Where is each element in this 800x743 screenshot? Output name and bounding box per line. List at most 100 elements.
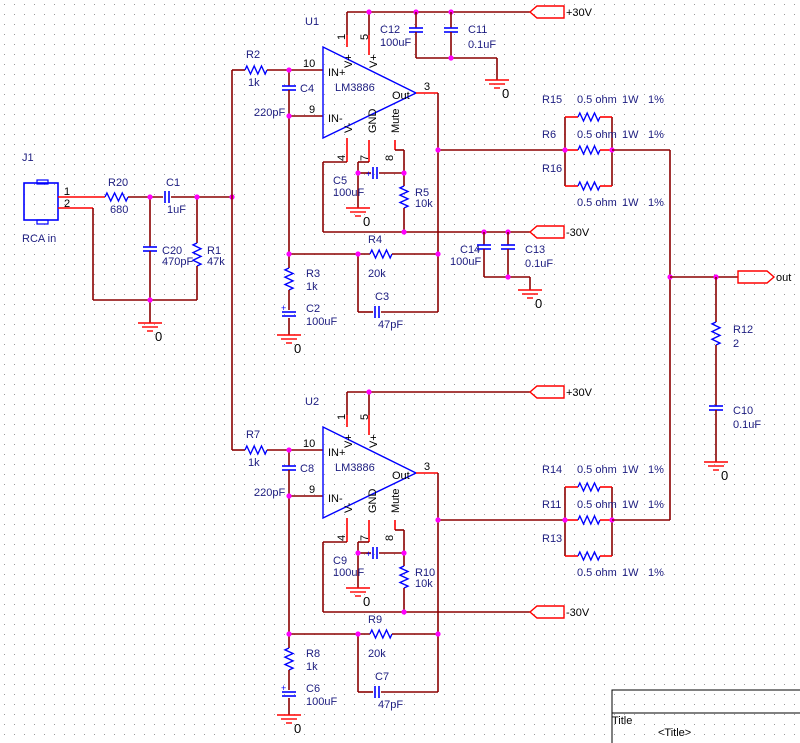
resistor-value: 1k — [306, 661, 318, 673]
pin-label: Mute — [390, 109, 402, 133]
opamp-ref: U1 — [305, 16, 319, 28]
resistor-icon — [283, 267, 295, 291]
junction-dot — [286, 631, 292, 637]
resistor-power: 1W — [622, 499, 639, 511]
pin-number: 2 — [64, 198, 70, 210]
junction-dot — [286, 67, 292, 73]
resistor-ref: R8 — [306, 648, 320, 660]
title-block: Title <Title> — [611, 689, 800, 743]
pin-label: V- — [343, 502, 355, 513]
pin-label: V+ — [343, 54, 355, 68]
junction-dot — [562, 147, 568, 153]
junction-dot — [401, 550, 407, 556]
resistor-tolerance: 1% — [648, 94, 664, 106]
junction-dot — [355, 170, 361, 176]
resistor-ref: R6 — [542, 129, 556, 141]
resistor-value: 0.5 ohm — [577, 499, 617, 511]
junction-dot — [286, 493, 292, 499]
pin-label: IN- — [328, 113, 343, 125]
pin-number: 9 — [309, 104, 315, 116]
pin-number: 3 — [424, 81, 430, 93]
junction-dot — [286, 113, 292, 119]
title-value: <Title> — [658, 727, 691, 739]
title-label: Title — [612, 715, 632, 727]
pin-label: GND — [367, 489, 379, 514]
pin-number: 1 — [64, 186, 70, 198]
resistor-power: 1W — [622, 94, 639, 106]
connector-ref: J1 — [22, 152, 34, 164]
pin-label: V+ — [368, 434, 380, 448]
opamp-part: LM3886 — [335, 82, 375, 94]
resistor-icon — [577, 481, 601, 493]
connector-value: RCA in — [22, 233, 56, 245]
resistor-ref: R13 — [542, 533, 562, 545]
opamp-icon — [322, 45, 418, 140]
resistor-ref: R7 — [246, 429, 260, 441]
junction-dot — [401, 609, 407, 615]
capacitor-value: 100uF — [333, 567, 364, 579]
opamp-ref: U2 — [305, 396, 319, 408]
resistor-icon — [244, 444, 268, 456]
ground-net-label: 0 — [502, 86, 509, 101]
capacitor-ref: C2 — [306, 303, 320, 315]
junction-dot — [435, 631, 441, 637]
resistor-ref: R14 — [542, 464, 562, 476]
resistor-icon — [577, 550, 601, 562]
net-label: +30V — [566, 7, 593, 19]
resistor-value: 0.5 ohm — [577, 129, 617, 141]
resistor-tolerance: 1% — [648, 567, 664, 579]
ground-net-label: 0 — [363, 214, 370, 229]
net-label: +30V — [566, 387, 593, 399]
resistor-icon — [577, 144, 601, 156]
ground-net-label: 0 — [535, 296, 542, 311]
opamp-part: LM3886 — [335, 462, 375, 474]
net-label: out — [776, 272, 791, 284]
offpage-connector-icon — [737, 270, 776, 284]
resistor-ref: R4 — [368, 234, 382, 246]
capacitor-value: 220pF — [254, 107, 285, 119]
resistor-value: 20k — [368, 268, 386, 280]
offpage-connector-icon — [528, 225, 565, 239]
capacitor-ref: C5 — [333, 175, 347, 187]
resistor-icon — [104, 191, 129, 203]
offpage-connector-icon — [528, 385, 565, 399]
ground-net-label: 0 — [294, 341, 301, 356]
capacitor-value: 100uF — [333, 187, 364, 199]
resistor-tolerance: 1% — [648, 464, 664, 476]
pin-label: Out — [392, 470, 410, 482]
resistor-value: 1k — [248, 457, 260, 469]
resistor-icon — [398, 565, 410, 589]
resistor-power: 1W — [622, 197, 639, 209]
capacitor-value: 47pF — [378, 319, 403, 331]
pin-number: 3 — [424, 461, 430, 473]
resistor-value: 0.5 ohm — [577, 464, 617, 476]
polarity-mark: + — [366, 549, 371, 559]
capacitor-value: 470pF — [162, 256, 193, 268]
junction-dot — [435, 517, 441, 523]
pin-number: 9 — [309, 484, 315, 496]
junction-dot — [286, 447, 292, 453]
pin-label: Mute — [390, 489, 402, 513]
resistor-value: 2 — [733, 338, 739, 350]
resistor-ref: R12 — [733, 324, 753, 336]
resistor-icon — [369, 628, 393, 640]
capacitor-ref: C13 — [525, 244, 545, 256]
offpage-connector-icon — [528, 605, 565, 619]
junction-dot — [147, 297, 153, 303]
resistor-ref: R15 — [542, 94, 562, 106]
junction-dot — [366, 389, 372, 395]
pin-number: 8 — [384, 535, 396, 541]
resistor-icon — [369, 248, 393, 260]
resistor-value: 0.5 ohm — [577, 94, 617, 106]
resistor-value: 0.5 ohm — [577, 567, 617, 579]
capacitor-ref: C10 — [733, 405, 753, 417]
resistor-power: 1W — [622, 129, 639, 141]
resistor-icon — [244, 64, 268, 76]
resistor-ref: R16 — [542, 163, 562, 175]
junction-dot — [147, 194, 153, 200]
capacitor-ref: C11 — [468, 24, 487, 36]
